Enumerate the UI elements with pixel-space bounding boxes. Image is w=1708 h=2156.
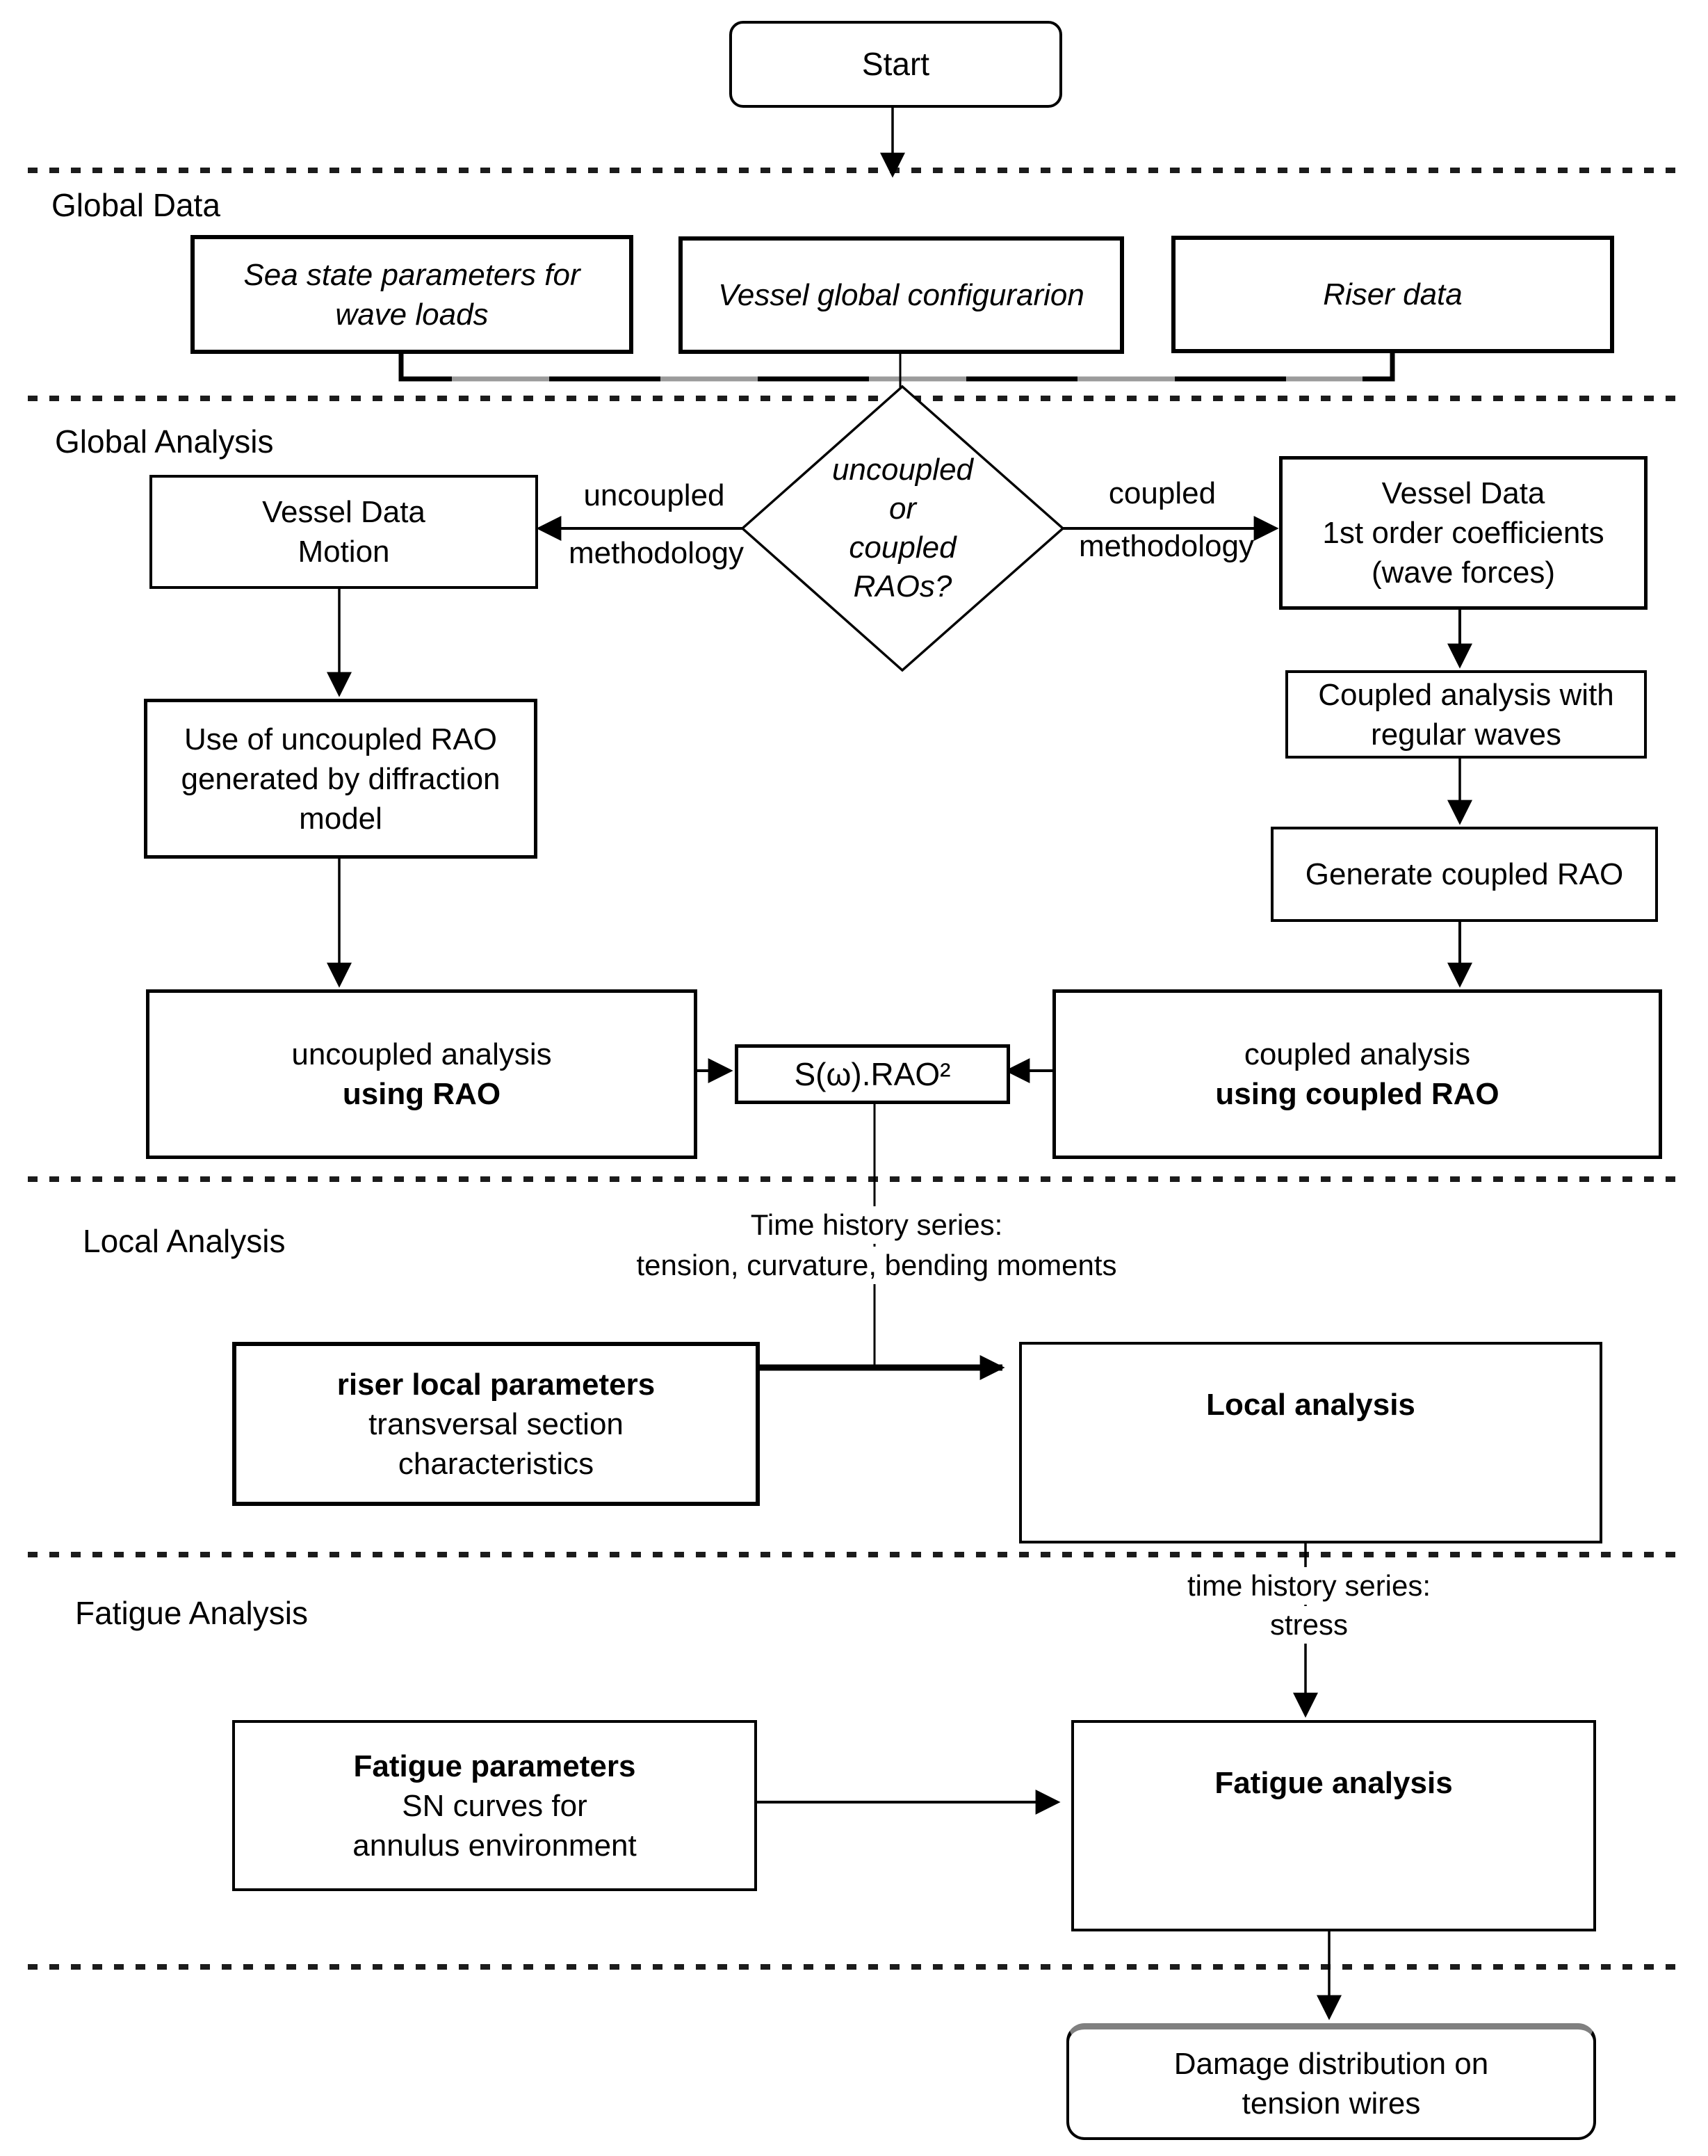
decision-line3: coupled <box>849 530 957 565</box>
node-start-label: Start <box>861 46 930 82</box>
annotation-time-history-1-line1: Time history series: <box>746 1206 1007 1244</box>
node-vessel-data-1st-order: Vessel Data 1st order coefficients (wave… <box>1279 456 1648 610</box>
node-spectral-formula: S(ω).RAO² <box>735 1044 1010 1104</box>
node-local-analysis: Local analysis <box>1019 1342 1602 1543</box>
edge-label-coupled-methodology: methodology <box>1079 529 1254 563</box>
node-riserlocal-line1: riser local parameters <box>336 1367 656 1402</box>
node-damage-distribution: Damage distribution on tension wires <box>1066 2023 1596 2140</box>
node-coupledregular-line2: regular waves <box>1371 717 1561 752</box>
node-fatigue-analysis-label: Fatigue analysis <box>1214 1766 1453 1800</box>
node-vessel-global-label: Vessel global configurarion <box>718 278 1084 312</box>
node-fatigueparams-line3: annulus environment <box>352 1828 637 1863</box>
annotation-time-history-2-line2: stress <box>1265 1606 1353 1644</box>
node-coupled-analysis-line2: using coupled RAO <box>1215 1077 1499 1111</box>
node-riser-data-label: Riser data <box>1323 277 1463 311</box>
edge-label-uncoupled-methodology: methodology <box>569 536 744 570</box>
section-label-fatigue-analysis: Fatigue Analysis <box>75 1595 308 1631</box>
node-fatigue-parameters: Fatigue parameters SN curves for annulus… <box>232 1720 757 1891</box>
node-spectral-label: S(ω).RAO² <box>794 1055 951 1092</box>
node-coupled-analysis-line1: coupled analysis <box>1244 1037 1471 1071</box>
node-uncoupled-analysis-line1: uncoupled analysis <box>291 1037 552 1071</box>
node-riserlocal-line3: characteristics <box>398 1446 594 1481</box>
node-vessel-global-configuration: Vessel global configurarion <box>678 236 1124 354</box>
section-label-global-analysis: Global Analysis <box>55 423 274 460</box>
node-fatigueparams-line2: SN curves for <box>402 1788 587 1823</box>
node-fatigue-analysis: Fatigue analysis <box>1071 1720 1596 1931</box>
node-start: Start <box>729 21 1062 108</box>
node-coupled-analysis-regular-waves: Coupled analysis with regular waves <box>1285 670 1647 759</box>
decision-line1: uncoupled <box>831 453 974 487</box>
node-userao-line1: Use of uncoupled RAO <box>184 722 498 756</box>
node-coupledregular-line1: Coupled analysis with <box>1318 677 1614 712</box>
node-damage-line2: tension wires <box>1242 2086 1421 2121</box>
node-userao-line2: generated by diffraction <box>181 761 501 796</box>
node-userao-line3: model <box>299 801 382 836</box>
node-sea-state-line1: Sea state parameters for <box>243 257 580 292</box>
node-generate-rao-label: Generate coupled RAO <box>1305 857 1624 891</box>
node-decision-raos: uncoupled or coupled RAOs? <box>742 387 1063 670</box>
decision-line2: or <box>888 492 917 526</box>
node-damage-line1: Damage distribution on <box>1173 2046 1489 2081</box>
node-1storder-line2: 1st order coefficients <box>1322 516 1604 550</box>
node-fatigueparams-line1: Fatigue parameters <box>353 1749 636 1783</box>
node-1storder-line3: (wave forces) <box>1371 556 1556 590</box>
node-riserlocal-line2: transversal section <box>368 1407 624 1441</box>
node-vessel-data-motion: Vessel Data Motion <box>149 475 538 589</box>
decision-diamond-shape <box>740 384 1065 672</box>
edge-label-uncoupled: uncoupled <box>583 478 725 512</box>
node-use-uncoupled-rao: Use of uncoupled RAO generated by diffra… <box>144 699 537 859</box>
node-coupled-analysis: coupled analysis using coupled RAO <box>1052 989 1662 1159</box>
node-uncoupled-analysis: uncoupled analysis using RAO <box>146 989 697 1159</box>
edge-label-coupled: coupled <box>1108 476 1217 510</box>
node-vessel-motion-line2: Motion <box>298 535 390 569</box>
annotation-time-history-2-line1: time history series: <box>1182 1567 1435 1605</box>
decision-line4: RAOs? <box>853 569 952 603</box>
node-local-analysis-label: Local analysis <box>1206 1388 1415 1422</box>
section-label-local-analysis: Local Analysis <box>83 1223 286 1259</box>
annotation-time-history-1-line2: tension, curvature, bending moments <box>632 1247 1121 1284</box>
node-sea-state-parameters: Sea state parameters for wave loads <box>190 235 633 354</box>
node-generate-coupled-rao: Generate coupled RAO <box>1271 827 1658 922</box>
node-uncoupled-analysis-line2: using RAO <box>342 1077 501 1111</box>
node-vessel-motion-line1: Vessel Data <box>262 495 425 529</box>
section-label-global-data: Global Data <box>51 187 220 223</box>
node-sea-state-line2: wave loads <box>335 297 489 332</box>
node-riser-local-parameters: riser local parameters transversal secti… <box>232 1342 760 1506</box>
node-1storder-line1: Vessel Data <box>1381 476 1545 510</box>
node-riser-data: Riser data <box>1171 236 1614 353</box>
